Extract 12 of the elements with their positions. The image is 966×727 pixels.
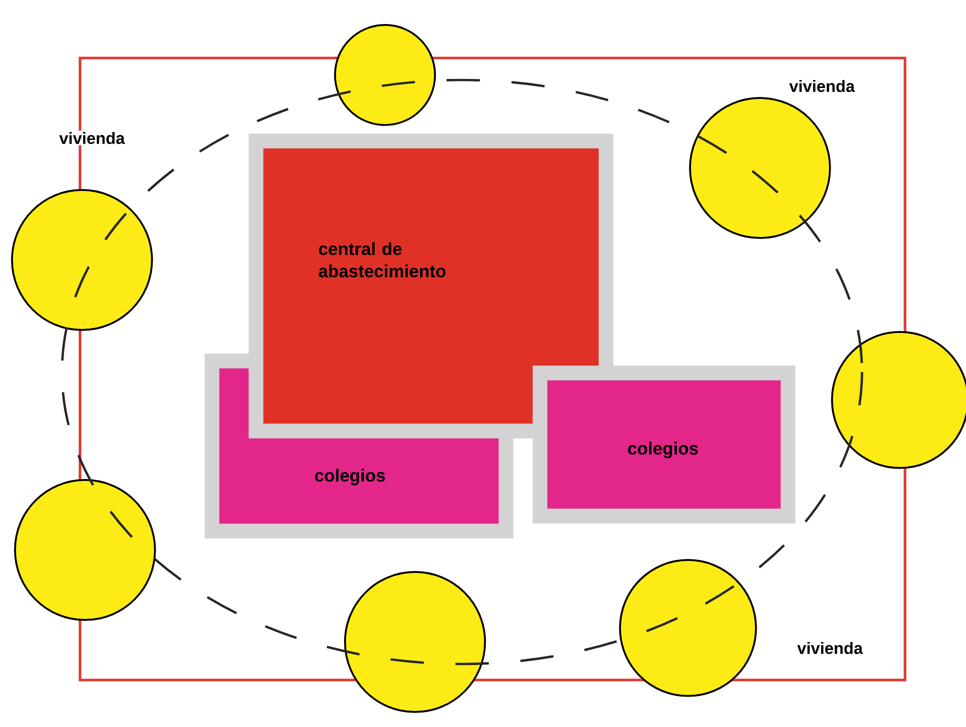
house-label: vivienda (58, 130, 126, 146)
house-circle (11, 189, 153, 331)
house-circle (689, 97, 831, 239)
house-circle (14, 479, 156, 621)
building-block: central de abastecimiento (248, 134, 614, 438)
house-label: vivienda (788, 78, 856, 94)
house-circle (831, 331, 966, 469)
house-label: vivienda (796, 640, 864, 656)
house-circle (334, 24, 436, 126)
house-circle (344, 571, 486, 713)
school-block: colegios (532, 366, 796, 524)
house-circle (619, 559, 757, 697)
